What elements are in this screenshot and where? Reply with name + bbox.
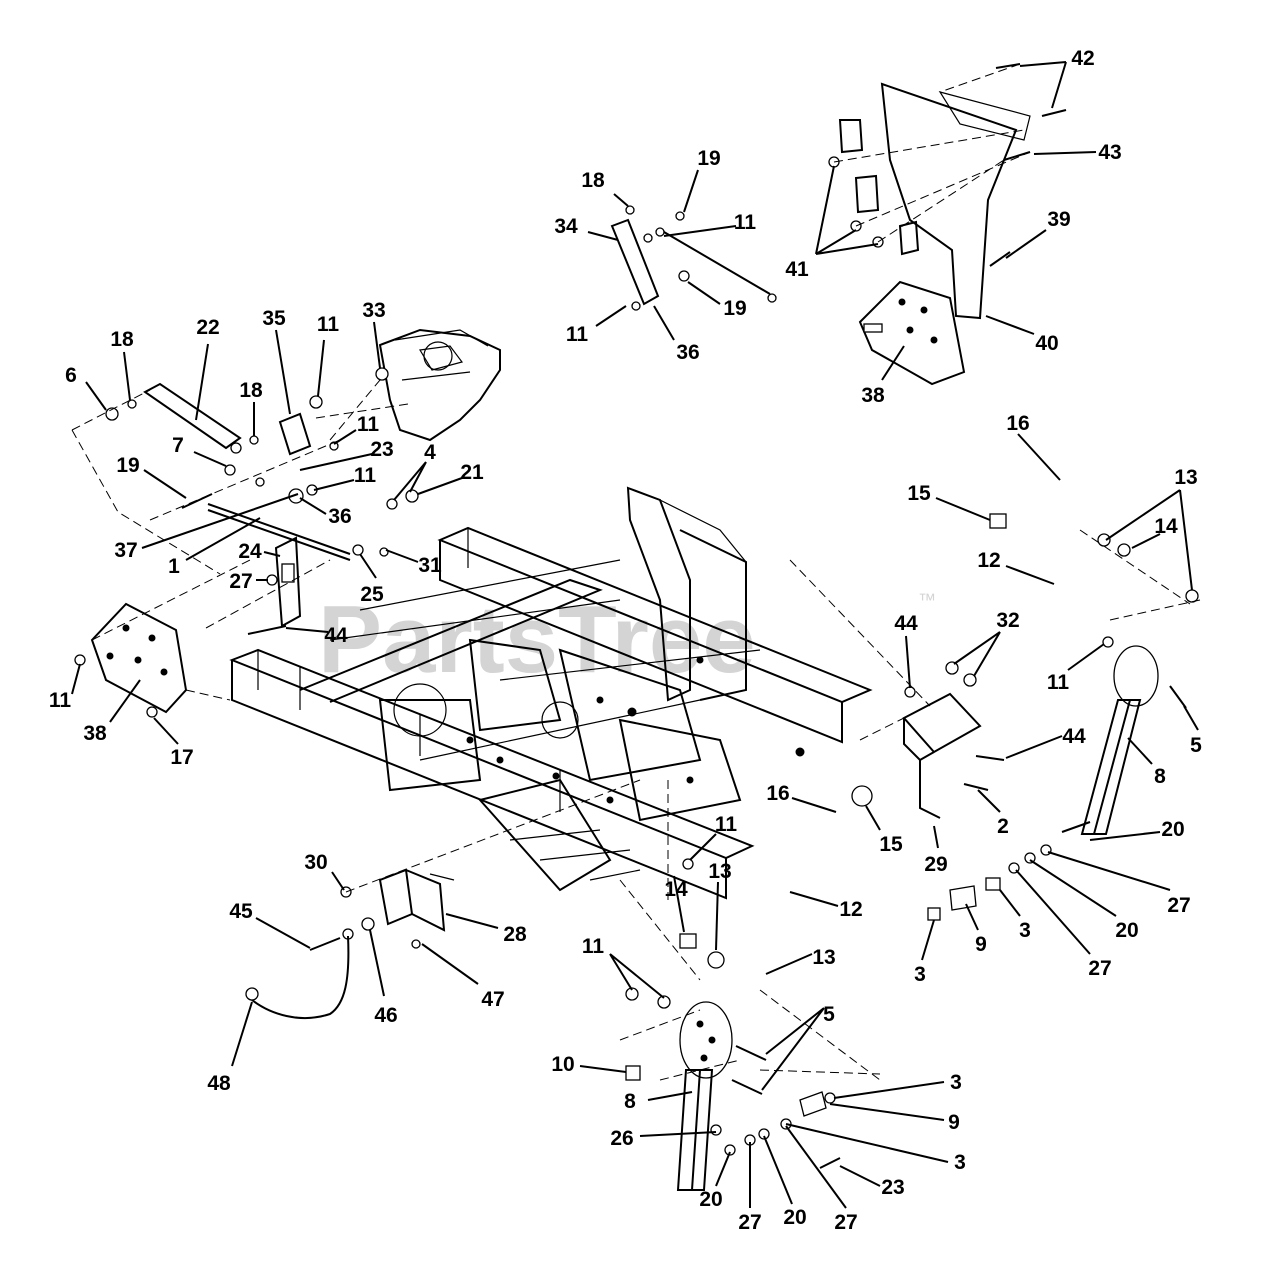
callout-c14b: 14	[664, 878, 688, 901]
callout-c19c: 19	[116, 454, 139, 477]
callout-c45: 45	[229, 900, 253, 923]
callout-c6: 6	[65, 364, 77, 387]
right-upper-hoses	[989, 475, 1201, 835]
callout-c11e: 11	[354, 464, 377, 487]
callout-c5b: 5	[823, 1003, 835, 1026]
callout-c11i: 11	[582, 935, 605, 958]
callout-c36a: 36	[676, 341, 699, 364]
callout-c16b: 16	[766, 782, 789, 805]
callout-c15b: 15	[879, 833, 903, 856]
callout-c1: 1	[168, 555, 180, 578]
callout-c21: 21	[460, 461, 484, 484]
callout-c8a: 8	[1154, 765, 1166, 788]
callout-c19b: 19	[723, 297, 746, 320]
upper-center-arm	[610, 205, 777, 311]
callout-c8b: 8	[624, 1090, 636, 1113]
callout-c30: 30	[304, 851, 327, 874]
callout-c26: 26	[610, 1127, 633, 1150]
callout-c17: 17	[170, 746, 193, 769]
callout-c5a: 5	[1190, 734, 1202, 757]
callout-c23a: 23	[370, 438, 393, 461]
callout-c4: 4	[424, 441, 436, 464]
callout-c20b: 20	[1115, 919, 1138, 942]
callout-c27e: 27	[834, 1211, 857, 1234]
callout-c23b: 23	[881, 1176, 904, 1199]
callout-c39: 39	[1047, 208, 1070, 231]
lower-center-hoses	[619, 780, 881, 1081]
callout-c35: 35	[262, 307, 286, 330]
callout-c3c: 3	[950, 1071, 962, 1094]
callout-c20a: 20	[1161, 818, 1184, 841]
callout-c18a: 18	[581, 169, 605, 192]
callout-c40: 40	[1035, 332, 1058, 355]
callout-c16a: 16	[1006, 412, 1029, 435]
callout-c11c: 11	[317, 313, 340, 336]
callout-c13b: 13	[708, 860, 731, 883]
callout-c27d: 27	[738, 1211, 761, 1234]
callout-c20c: 20	[699, 1188, 722, 1211]
callout-c3b: 3	[914, 963, 926, 986]
callout-c9b: 9	[948, 1111, 960, 1134]
lower-center-arm	[619, 987, 881, 1191]
callout-c27b: 27	[1167, 894, 1190, 917]
callout-c44b: 44	[894, 612, 918, 635]
callout-c11h: 11	[715, 813, 738, 836]
callout-c33: 33	[362, 299, 385, 322]
callout-c14a: 14	[1154, 515, 1178, 538]
leader-lines	[71, 61, 1199, 1209]
callout-c38b: 38	[83, 722, 107, 745]
callout-c20d: 20	[783, 1206, 806, 1229]
callout-c27a: 27	[229, 570, 252, 593]
callout-c38a: 38	[861, 384, 885, 407]
callout-c42: 42	[1071, 47, 1094, 70]
callout-c15a: 15	[907, 482, 931, 505]
lower-left-bracket	[245, 779, 641, 1020]
callout-c29: 29	[924, 853, 947, 876]
callout-c36b: 36	[328, 505, 351, 528]
callout-c11b: 11	[566, 323, 589, 346]
callout-c28: 28	[503, 923, 527, 946]
callout-c3a: 3	[1019, 919, 1031, 942]
upper-left-linkage	[71, 328, 501, 635]
callout-c18b: 18	[110, 328, 134, 351]
callout-c32: 32	[996, 609, 1019, 632]
upper-right-bracket	[828, 63, 1067, 386]
watermark-trademark: ™	[918, 590, 936, 610]
callout-c10: 10	[551, 1053, 574, 1076]
callout-c48: 48	[207, 1072, 231, 1095]
callout-c11a: 11	[734, 211, 757, 234]
callout-c11d: 11	[357, 413, 380, 436]
callout-c47: 47	[481, 988, 504, 1011]
callout-c27c: 27	[1088, 957, 1111, 980]
callout-c22: 22	[196, 316, 219, 339]
callout-c18c: 18	[239, 379, 263, 402]
callout-c31: 31	[418, 554, 442, 577]
callout-c24: 24	[238, 540, 262, 563]
callout-c11g: 11	[1047, 671, 1070, 694]
main-frame	[229, 486, 873, 900]
callout-c13c: 13	[812, 946, 835, 969]
callout-c25: 25	[360, 583, 384, 606]
callout-c7: 7	[172, 434, 184, 457]
callout-c12a: 12	[977, 549, 1000, 572]
callout-c37: 37	[114, 539, 137, 562]
callout-c44c: 44	[1062, 725, 1086, 748]
callout-c19a: 19	[697, 147, 720, 170]
callout-c12b: 12	[839, 898, 862, 921]
callout-c9a: 9	[975, 933, 987, 956]
callout-c43: 43	[1098, 141, 1121, 164]
callout-c44a: 44	[324, 624, 348, 647]
right-small-parts	[927, 821, 1091, 921]
callout-c41: 41	[785, 258, 809, 281]
right-bracket	[789, 559, 1005, 819]
callout-c3d: 3	[954, 1151, 966, 1174]
callout-c2: 2	[997, 815, 1009, 838]
callout-c46: 46	[374, 1004, 397, 1027]
callout-c34: 34	[554, 215, 578, 238]
left-mount-plate	[74, 559, 251, 718]
callout-c13a: 13	[1174, 466, 1197, 489]
callout-c11f: 11	[49, 689, 72, 712]
